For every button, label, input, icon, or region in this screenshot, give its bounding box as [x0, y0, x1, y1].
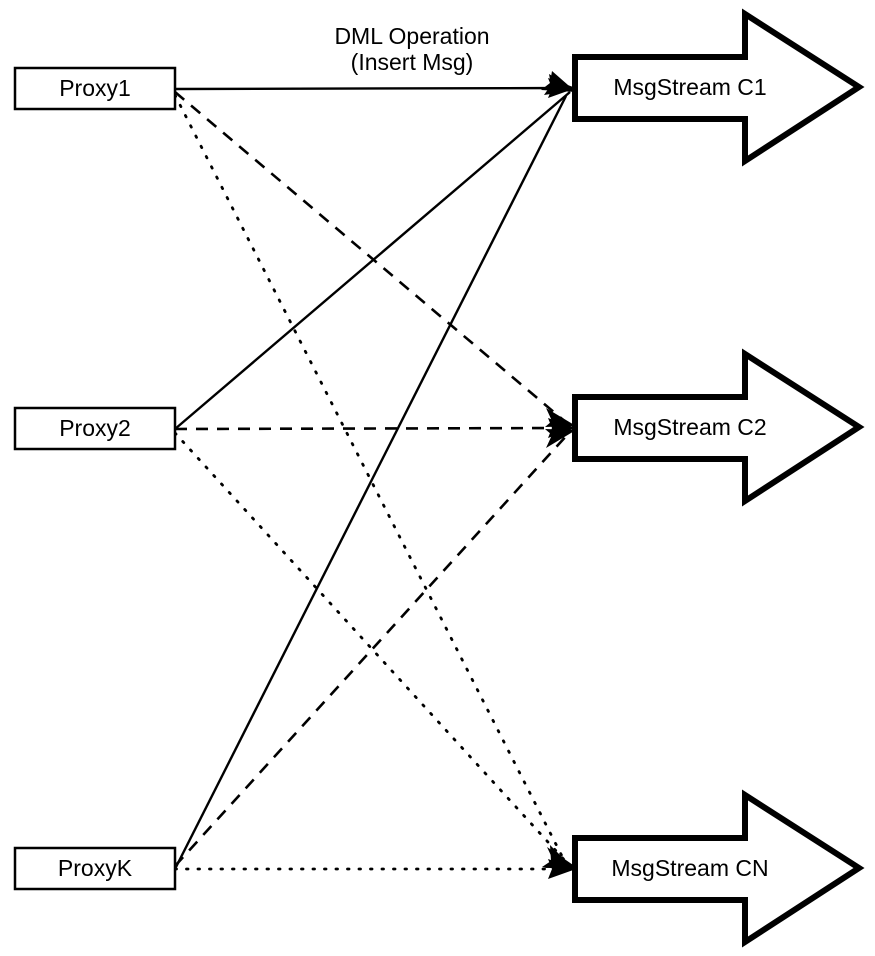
source-node-proxyk[interactable]: ProxyK	[13, 846, 177, 891]
proxy-label: ProxyK	[58, 855, 133, 881]
target-node-stream-c2[interactable]: MsgStream C2	[572, 348, 865, 507]
connection-proxyk-to-stream-c2	[174, 433, 569, 867]
block-arrow-shape[interactable]	[572, 789, 865, 948]
block-arrow-shape[interactable]	[572, 8, 865, 167]
arrowhead-icon	[542, 845, 576, 871]
proxy-box[interactable]	[13, 66, 177, 111]
arrowhead-group-stream-cn	[542, 845, 576, 879]
arrowhead-icon	[545, 408, 576, 427]
arrowhead-group-stream-c2	[545, 408, 576, 448]
connection-proxy1-to-stream-c1	[174, 86, 573, 91]
arrowhead-icon	[545, 429, 576, 448]
connection-proxy2-to-stream-c2	[174, 426, 573, 431]
arrowhead-layer	[541, 71, 576, 879]
stream-label: MsgStream C1	[613, 74, 766, 100]
connection-layer	[173, 86, 574, 871]
edge-caption-line-2: (Insert Msg)	[351, 49, 474, 75]
source-node-proxy1[interactable]: Proxy1	[13, 66, 177, 111]
arrowhead-icon	[541, 71, 576, 92]
arrowhead-group-stream-c1	[541, 71, 576, 98]
proxy-box[interactable]	[13, 846, 177, 891]
proxy-label: Proxy2	[59, 415, 131, 441]
block-arrow-shape[interactable]	[572, 348, 865, 507]
edge-caption-line-1: DML Operation	[334, 23, 489, 49]
target-node-stream-cn[interactable]: MsgStream CN	[572, 789, 865, 948]
proxy-box[interactable]	[13, 406, 177, 451]
proxy-label: Proxy1	[59, 75, 131, 101]
stream-label: MsgStream C2	[613, 414, 766, 440]
edge-caption: DML Operation (Insert Msg)	[334, 23, 489, 75]
connection-proxy1-to-stream-c2	[174, 91, 569, 425]
connection-proxyk-to-stream-c1	[173, 95, 568, 870]
source-node-proxy2[interactable]: Proxy2	[13, 406, 177, 451]
stream-label: MsgStream CN	[611, 855, 768, 881]
target-node-stream-c1[interactable]: MsgStream C1	[572, 8, 865, 167]
